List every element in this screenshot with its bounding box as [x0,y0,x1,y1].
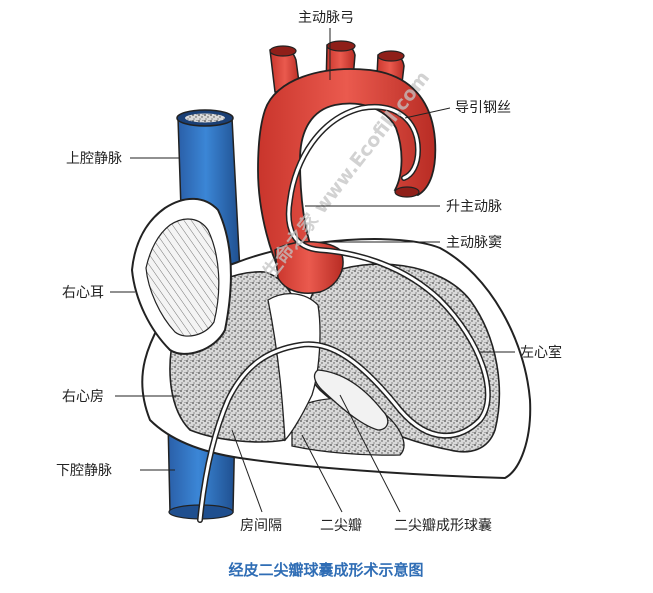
label-atrial-septum: 房间隔 [240,518,282,534]
label-ascending-aorta: 升主动脉 [446,199,502,215]
label-aortic-sinus: 主动脉窦 [446,235,502,251]
label-right-auricle: 右心耳 [62,285,104,301]
catheter-path [197,103,491,523]
leader-lines [110,28,515,513]
label-inferior-vena-cava: 下腔静脉 [56,463,112,479]
right-auricle-shape [130,197,232,355]
label-left-ventricle: 左心室 [520,344,562,361]
label-aortic-arch: 主动脉弓 [298,10,354,26]
label-right-atrium: 右心房 [62,389,104,405]
label-guide-wire: 导引钢丝 [455,100,511,116]
label-mitral-valve: 二尖瓣 [320,518,362,534]
label-balloon: 二尖瓣成形球囊 [394,517,492,534]
figure-caption: 经皮二尖瓣球囊成形术示意图 [228,561,423,579]
label-superior-vena-cava: 上腔静脉 [66,151,122,167]
aorta-shape [257,40,437,294]
balloon-shape [313,369,389,431]
mitral-valve-shape [267,293,321,442]
